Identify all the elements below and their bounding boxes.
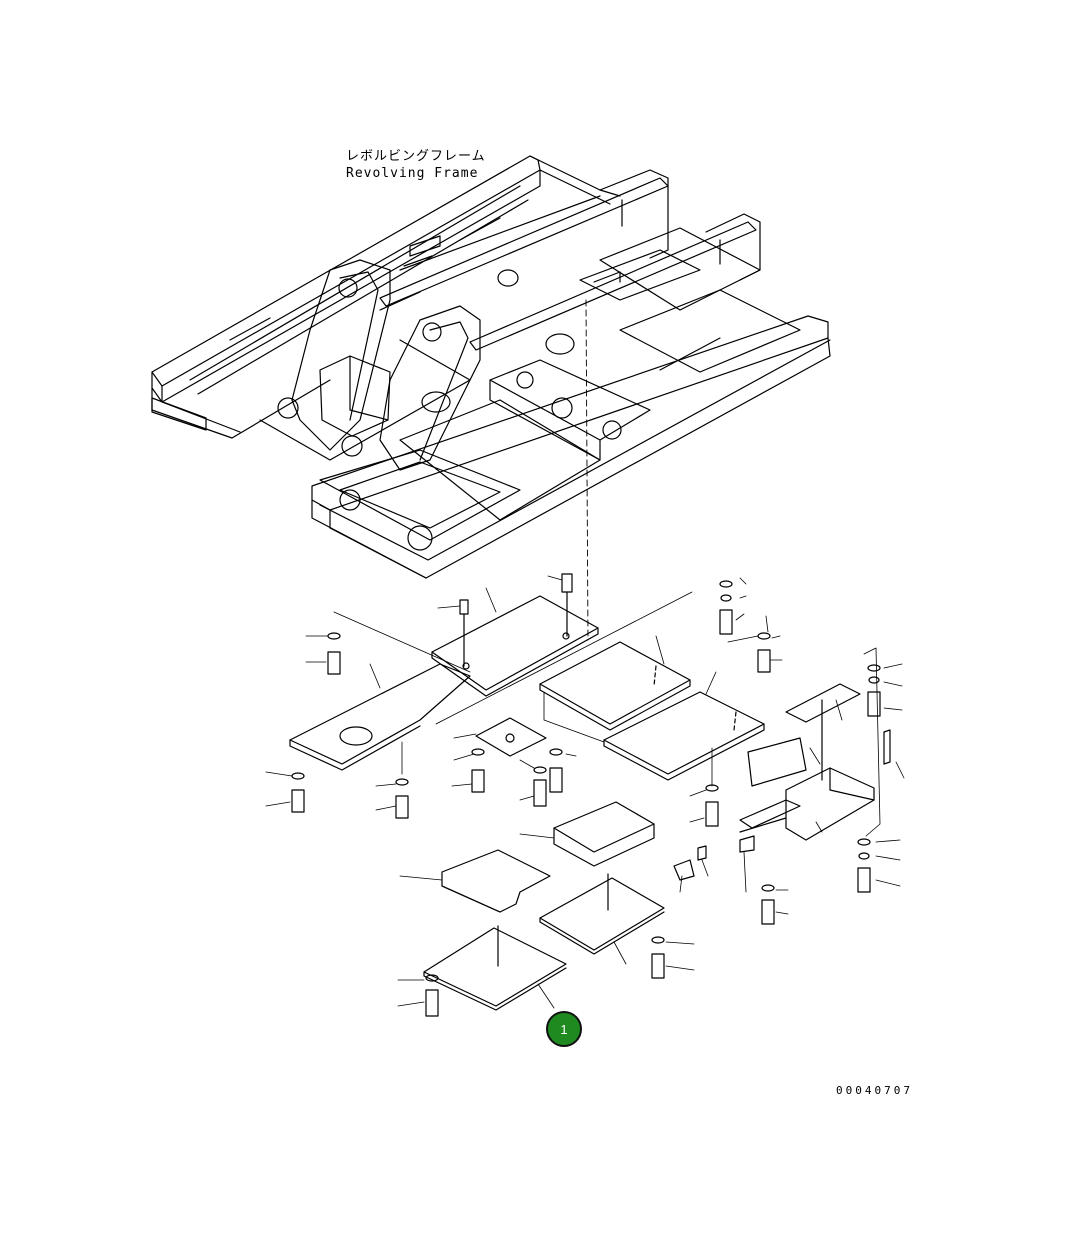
part-callout-1[interactable]: 1	[546, 1011, 582, 1047]
bolt-set-7	[757, 632, 771, 673]
frame-label-japanese: レボルビングフレーム	[346, 149, 486, 164]
bolt-set-13	[425, 974, 439, 1017]
revolving-frame	[151, 155, 831, 579]
bolt-set-2	[291, 772, 305, 813]
drawing-number: 00040707	[836, 1084, 913, 1097]
bolt-set-9	[705, 784, 719, 827]
upper-cover-plates	[289, 573, 765, 781]
bolt-set-5	[533, 748, 563, 807]
bolt-set-8	[867, 664, 881, 717]
bolt-set-11	[761, 884, 775, 925]
bolt-set-4	[471, 748, 485, 793]
lower-plates	[423, 801, 665, 1011]
bolt-set-12	[651, 936, 665, 979]
revolving-frame-label: レボルビングフレーム Revolving Frame	[346, 148, 486, 182]
bolt-set-14	[673, 845, 707, 881]
frame-label-english: Revolving Frame	[346, 166, 479, 181]
right-side-assembly	[739, 683, 891, 853]
callout-number: 1	[560, 1021, 568, 1037]
bolt-set-10	[857, 838, 871, 893]
reference-centerline	[585, 299, 589, 641]
bolt-set-1	[327, 632, 341, 675]
bolt-set-6	[719, 580, 733, 635]
leader-lines	[265, 575, 905, 1009]
fasteners	[291, 580, 881, 1017]
bolt-set-3	[395, 778, 409, 819]
